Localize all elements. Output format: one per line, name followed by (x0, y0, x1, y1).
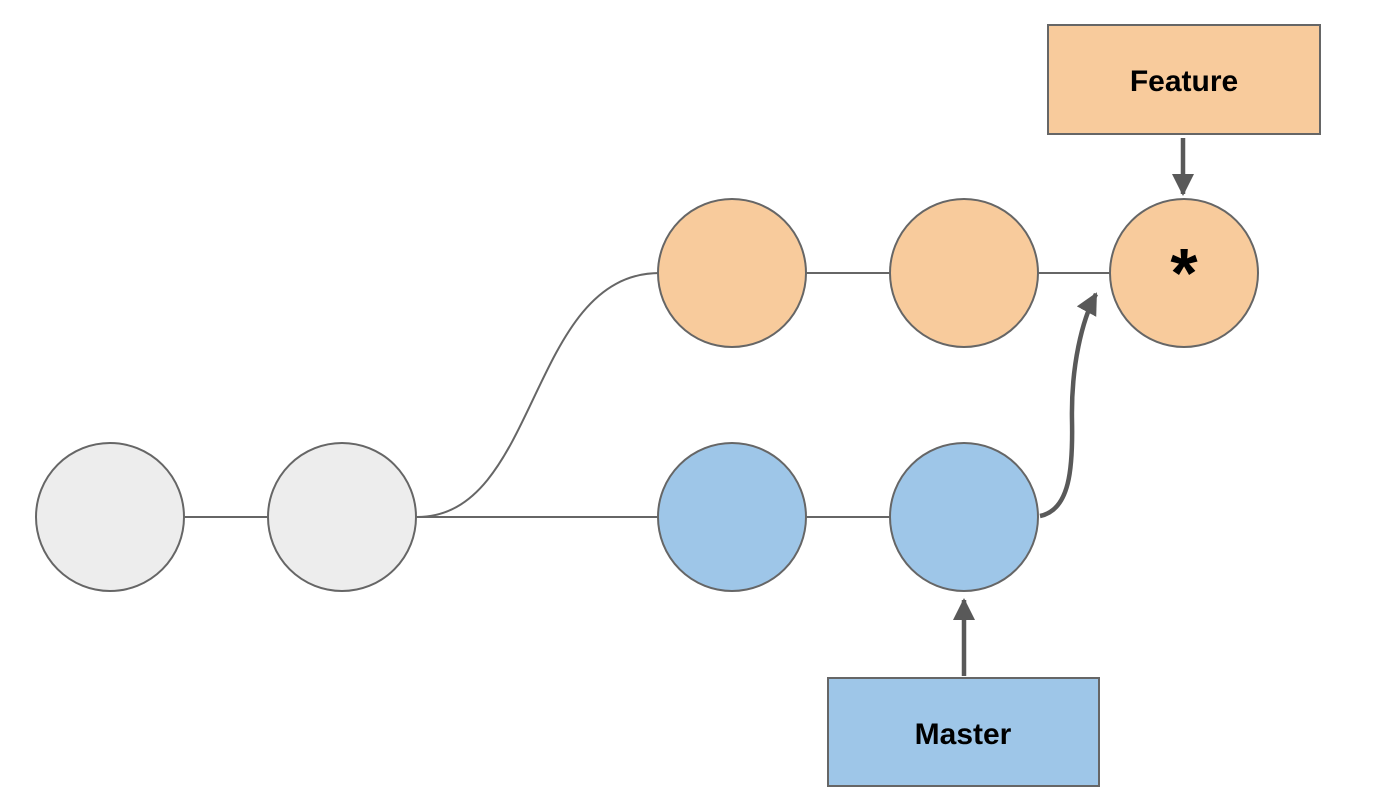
commit-node-master-1 (657, 442, 807, 592)
master-label-box (827, 677, 1100, 787)
head-marker: * (1170, 234, 1198, 312)
master-label: Master (915, 718, 1012, 751)
commit-node-feature-1 (657, 198, 807, 348)
feature-label-box (1047, 24, 1321, 135)
commit-node-base-1 (35, 442, 185, 592)
commit-node-feature-2 (889, 198, 1039, 348)
merge-arrow (1039, 292, 1098, 519)
commit-node-master-2 (889, 442, 1039, 592)
feature-label: Feature (1130, 65, 1238, 98)
commit-node-base-2 (267, 442, 417, 592)
commit-node-feature-3-head (1109, 198, 1259, 348)
branch-split-curve (416, 272, 661, 518)
